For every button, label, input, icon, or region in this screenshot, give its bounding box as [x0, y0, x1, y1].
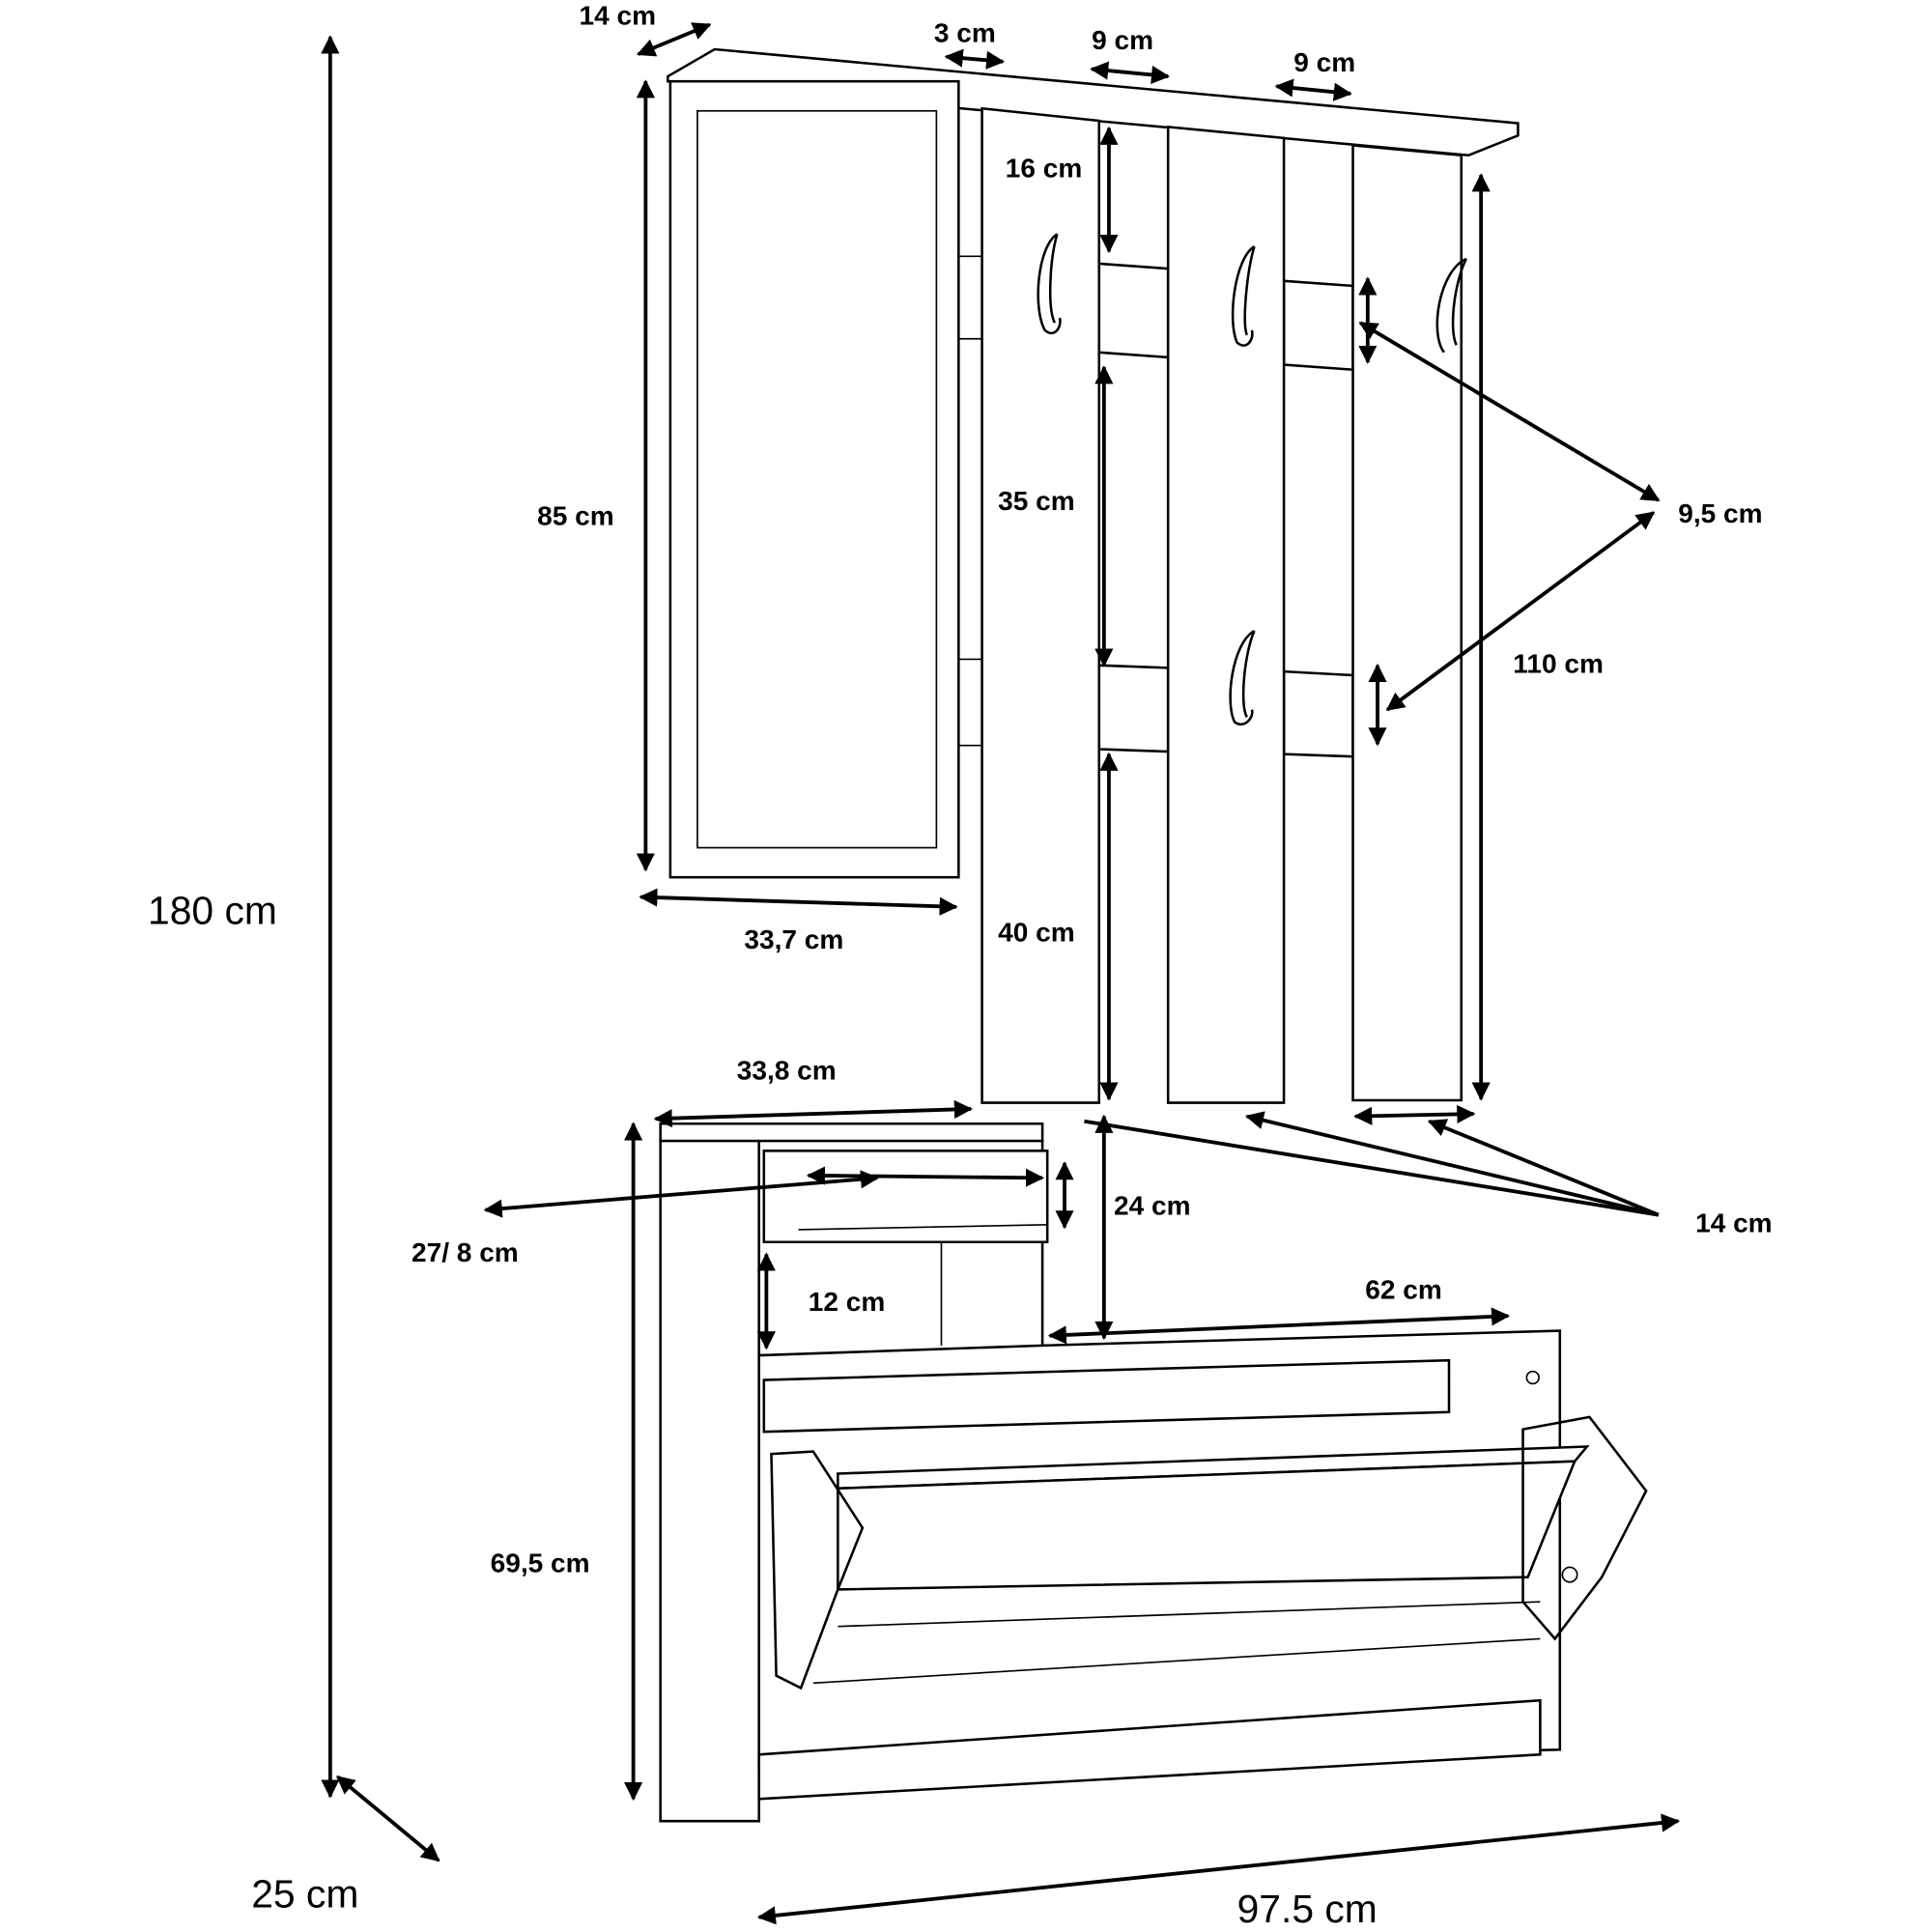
mirror-panel: [668, 79, 960, 879]
label-panel-depth: 14 cm: [1695, 1208, 1773, 1238]
label-mirror-width: 33,7 cm: [744, 924, 843, 954]
label-cabinet-height: 69,5 cm: [491, 1548, 590, 1578]
hook-icon: [1037, 233, 1062, 335]
label-total-height: 180 cm: [148, 889, 277, 933]
label-total-width: 97.5 cm: [1237, 1887, 1378, 1931]
label-top-offset: 16 cm: [1006, 154, 1083, 184]
label-panel-width-1: 9 cm: [1092, 25, 1153, 55]
label-hook-bar: 9,5 cm: [1678, 498, 1762, 528]
label-panel-height: 110 cm: [1513, 648, 1604, 678]
label-shoe-width: 62 cm: [1365, 1274, 1442, 1304]
hook-panels: [980, 106, 1463, 1104]
label-cabinet-top-width: 33,8 cm: [737, 1055, 837, 1085]
label-gap-small: 3 cm: [934, 17, 996, 47]
dimension-lines: [321, 22, 1681, 1925]
label-bottom-offset: 40 cm: [998, 917, 1075, 947]
label-shelf-height: 12 cm: [809, 1287, 886, 1317]
hinge-mechanism: [1521, 1415, 1648, 1641]
label-drawer-dims: 27/ 8 cm: [412, 1237, 519, 1267]
label-mirror-height: 85 cm: [537, 500, 614, 530]
label-hook-spacing: 35 cm: [998, 486, 1075, 516]
label-total-depth: 25 cm: [251, 1871, 358, 1916]
label-gap-to-cabinet: 24 cm: [1114, 1191, 1191, 1221]
hinge-mechanism: [770, 1450, 865, 1690]
shoe-cabinet: [659, 1122, 1648, 1823]
crown-shelf: [667, 47, 1520, 157]
label-panel-width-2: 9 cm: [1293, 47, 1355, 77]
hook-icon: [1229, 629, 1256, 726]
hook-icon: [1231, 245, 1256, 347]
label-top-depth: 14 cm: [579, 1, 656, 31]
